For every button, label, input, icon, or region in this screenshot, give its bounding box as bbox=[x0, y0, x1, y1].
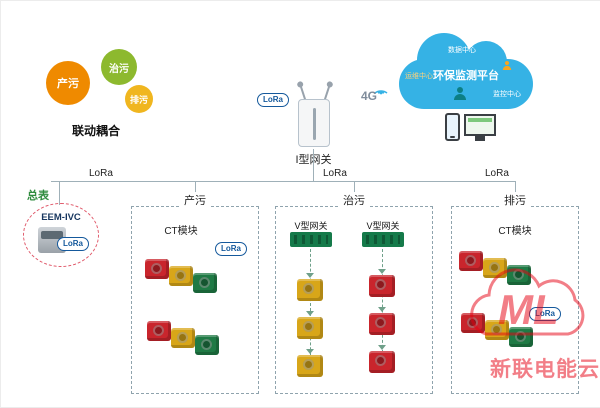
treat-right-link bbox=[382, 249, 383, 363]
ct-module-red bbox=[145, 259, 169, 279]
gear-discharge-label: 排污 bbox=[129, 94, 148, 105]
signal-4g-icon: 4G bbox=[359, 81, 389, 105]
ct-module-green bbox=[509, 327, 533, 347]
lora-badge-gateway: LoRa bbox=[257, 93, 289, 107]
ct-module-yellow bbox=[169, 266, 193, 286]
arrow-down-icon bbox=[306, 273, 314, 278]
gear-treat: 治污 bbox=[101, 49, 137, 85]
ct-module-yellow bbox=[297, 317, 323, 339]
vgateway-left-icon bbox=[290, 232, 332, 247]
bus-lora-left: LoRa bbox=[87, 168, 115, 179]
arrow-down-icon bbox=[306, 349, 314, 354]
cloud-top-label: 数据中心 bbox=[448, 47, 476, 54]
lora-badge-meter: LoRa bbox=[57, 237, 89, 251]
cloud-left-label: 运维中心 bbox=[405, 73, 433, 80]
ct-module-red bbox=[369, 313, 395, 335]
signal-4g-label: 4G bbox=[361, 89, 378, 103]
ct-module-green bbox=[507, 265, 531, 285]
meter-name: EEM-IVC bbox=[41, 212, 81, 223]
ct-module-red bbox=[147, 321, 171, 341]
connector-gateway bbox=[313, 149, 314, 181]
bus-lora-center: LoRa bbox=[321, 168, 349, 179]
ct-module-red bbox=[459, 251, 483, 271]
gateway-device-icon bbox=[298, 99, 330, 147]
bus-lora-right: LoRa bbox=[483, 168, 511, 179]
ct-module-yellow bbox=[171, 328, 195, 348]
treat-left-link bbox=[310, 249, 311, 365]
vgateway-right-icon bbox=[362, 232, 404, 247]
gear-discharge: 排污 bbox=[125, 85, 153, 113]
user-icon bbox=[454, 87, 466, 100]
ct-module-yellow bbox=[485, 320, 509, 340]
arrow-down-icon bbox=[378, 345, 386, 350]
discharge-box-label: 排污 bbox=[500, 192, 530, 208]
ct-module-red bbox=[369, 351, 395, 373]
vgateway-right-label: V型网关 bbox=[359, 219, 407, 232]
ct-module-red bbox=[461, 313, 485, 333]
cloud-right-label: 监控中心 bbox=[493, 91, 521, 98]
lora-badge-produce: LoRa bbox=[215, 242, 247, 256]
discharge-ct-label: CT模块 bbox=[498, 226, 532, 237]
user-icon bbox=[503, 61, 511, 70]
monitor-icon bbox=[464, 114, 496, 141]
lora-badge-discharge: LoRa bbox=[529, 307, 561, 321]
gear-produce-label: 产污 bbox=[57, 78, 79, 90]
arrow-down-icon bbox=[306, 311, 314, 316]
gear-treat-label: 治污 bbox=[109, 63, 129, 75]
linkage-caption: 联动耦合 bbox=[71, 124, 120, 138]
vgateway-left-label: V型网关 bbox=[287, 219, 335, 232]
cloud-title: 环保监测平台 bbox=[433, 70, 499, 82]
signal-arcs-icon bbox=[374, 90, 388, 95]
bus-line bbox=[51, 181, 515, 182]
meter-boundary bbox=[23, 203, 99, 267]
gear-produce: 产污 bbox=[46, 61, 90, 105]
ct-module-green bbox=[193, 273, 217, 293]
produce-box-label: 产污 bbox=[180, 192, 210, 208]
treat-box-label: 治污 bbox=[339, 192, 369, 208]
ct-module-green bbox=[195, 335, 219, 355]
connector-meter bbox=[59, 181, 60, 205]
arrow-down-icon bbox=[378, 307, 386, 312]
arrow-down-icon bbox=[378, 269, 386, 274]
ct-module-yellow bbox=[297, 279, 323, 301]
produce-ct-label: CT模块 bbox=[164, 226, 198, 237]
smartphone-icon bbox=[445, 113, 460, 141]
ct-module-red bbox=[369, 275, 395, 297]
meter-label: 总表 bbox=[27, 190, 49, 202]
ct-module-yellow bbox=[297, 355, 323, 377]
ct-module-yellow bbox=[483, 258, 507, 278]
